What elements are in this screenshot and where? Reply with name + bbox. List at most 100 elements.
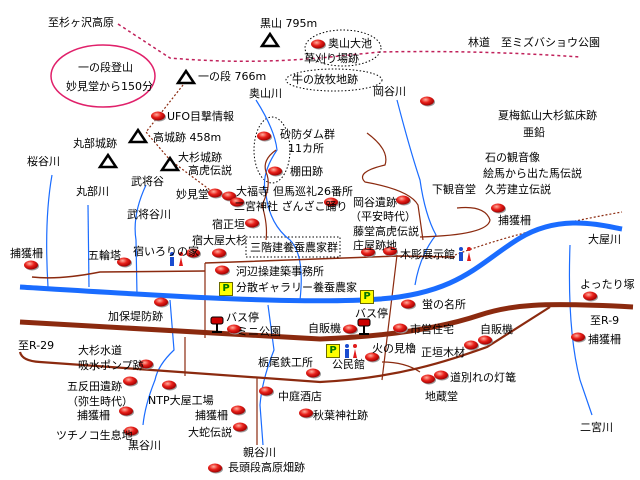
kurodani-river	[142, 299, 175, 426]
place-label: 市営住宅	[410, 323, 454, 336]
location-pin-icon	[361, 247, 375, 257]
location-pin-icon	[478, 335, 492, 345]
place-label: UFO目撃情報	[167, 110, 235, 123]
location-pin-icon	[401, 299, 415, 309]
place-label: 至R-9	[590, 314, 620, 327]
location-pin-icon	[306, 368, 320, 378]
location-pin-icon	[324, 197, 338, 207]
place-label: ツチノコ生息地	[56, 429, 133, 442]
hiking-trail	[145, 84, 211, 191]
location-pin-icon	[396, 195, 410, 205]
place-label: 中庭酒店	[278, 390, 322, 403]
location-pin-icon	[162, 380, 176, 390]
location-pin-icon	[24, 260, 38, 270]
location-pin-icon	[583, 291, 597, 301]
location-pin-icon	[215, 265, 229, 275]
mountain-icon	[175, 68, 197, 85]
place-label: 大杉水道	[78, 344, 122, 357]
place-label: 大屋川	[588, 233, 621, 246]
place-label: 至杉ヶ沢高原	[48, 16, 114, 29]
place-label: バス停	[355, 307, 388, 320]
place-label: 五輪塔	[88, 249, 121, 262]
okadani-river	[396, 99, 437, 286]
place-label: 宿大屋大杉	[192, 234, 247, 247]
place-label: 丸部川	[76, 185, 109, 198]
place-label: 捕獲柵	[498, 214, 531, 227]
mountain-icon	[159, 155, 181, 172]
place-label: 林道 至ミズバショウ公園	[468, 36, 600, 49]
place-label: 下観音堂	[432, 183, 476, 196]
location-pin-icon	[268, 166, 282, 176]
location-pin-icon	[420, 96, 434, 106]
place-label: 亜鉛	[523, 126, 545, 139]
oya-river	[19, 220, 623, 304]
place-label: 大杉城跡	[178, 151, 222, 164]
toilet-icon	[170, 252, 183, 266]
place-label: 奥山川	[249, 87, 282, 100]
info-duration: 妙見堂から150分	[66, 80, 153, 93]
place-label: 二宮川	[580, 421, 613, 434]
location-pin-icon	[154, 297, 168, 307]
sakuradani-river	[46, 174, 53, 288]
place-label: 河辺操建築事務所	[236, 265, 324, 278]
ninomiya-river	[568, 244, 593, 416]
place-label: よったり塚	[580, 278, 635, 291]
place-label: NTP大屋工場	[148, 394, 214, 407]
place-label: 木彫展示館	[400, 248, 455, 261]
info-ellipse	[50, 44, 156, 108]
location-pin-icon	[365, 352, 379, 362]
place-label: 正垣木材	[421, 346, 465, 359]
place-label: 秋葉神社跡	[313, 409, 368, 422]
place-label: 至R-29	[18, 339, 55, 352]
bus-stop-icon	[357, 318, 371, 335]
location-pin-icon	[343, 324, 357, 334]
place-label: 捕獲柵	[195, 409, 228, 422]
place-label: 五反田遺跡	[67, 380, 122, 393]
place-label: 黒山 795m	[260, 17, 318, 30]
place-label: 長頭段高原畑跡	[228, 461, 305, 474]
place-label: 桜谷川	[27, 155, 60, 168]
lower-road	[18, 306, 551, 384]
mountain-icon	[127, 127, 149, 144]
trail-to-sugigasawa	[117, 23, 581, 63]
location-pin-icon	[222, 191, 236, 201]
place-label: 吸水ポンプ跡	[78, 359, 144, 372]
place-label: 草刈り場跡	[304, 52, 359, 65]
trail-sabo	[261, 149, 277, 241]
location-pin-icon	[464, 340, 478, 350]
place-label: 三階建養蚕農家群	[250, 241, 338, 254]
place-label: 高虎伝説	[188, 164, 232, 177]
location-pin-icon	[124, 426, 138, 436]
trail-kannon	[419, 206, 491, 238]
place-label: 武将谷	[131, 175, 164, 188]
location-pin-icon	[299, 408, 313, 418]
mountain-icon	[97, 152, 119, 169]
place-label: 絵馬から出た馬伝説	[483, 167, 582, 180]
location-pin-icon	[231, 405, 245, 415]
place-label: 夏梅鉱山大杉鉱床跡	[498, 109, 597, 122]
place-label: 自販機	[480, 323, 513, 336]
location-pin-icon	[434, 370, 448, 380]
location-pin-icon	[123, 376, 137, 386]
place-label: 親谷川	[243, 446, 276, 459]
place-label: 石の観音像	[485, 151, 540, 164]
place-label: 庄屋跡地	[353, 239, 397, 252]
place-label: 武将谷川	[127, 208, 171, 221]
sankai-farm-box	[245, 236, 341, 258]
place-label: （平安時代）	[350, 210, 416, 223]
place-label: 大蛇伝説	[188, 426, 232, 439]
place-label: 高城跡 458m	[153, 131, 222, 144]
place-label: 黒谷川	[128, 439, 161, 452]
place-label: ミニ公園	[237, 325, 281, 338]
upper-road	[31, 255, 456, 279]
place-label: 蛍の名所	[422, 298, 466, 311]
place-label: 火の見櫓	[372, 342, 416, 355]
place-label: 捕獲柵	[588, 333, 621, 346]
okuyama-pond-area	[304, 29, 382, 67]
bus-stop-icon	[210, 316, 224, 333]
location-pin-icon	[151, 111, 165, 121]
place-label: 但馬巡礼26番所	[273, 185, 353, 198]
place-label: 地蔵堂	[425, 390, 458, 403]
parking-icon: P	[360, 290, 374, 304]
